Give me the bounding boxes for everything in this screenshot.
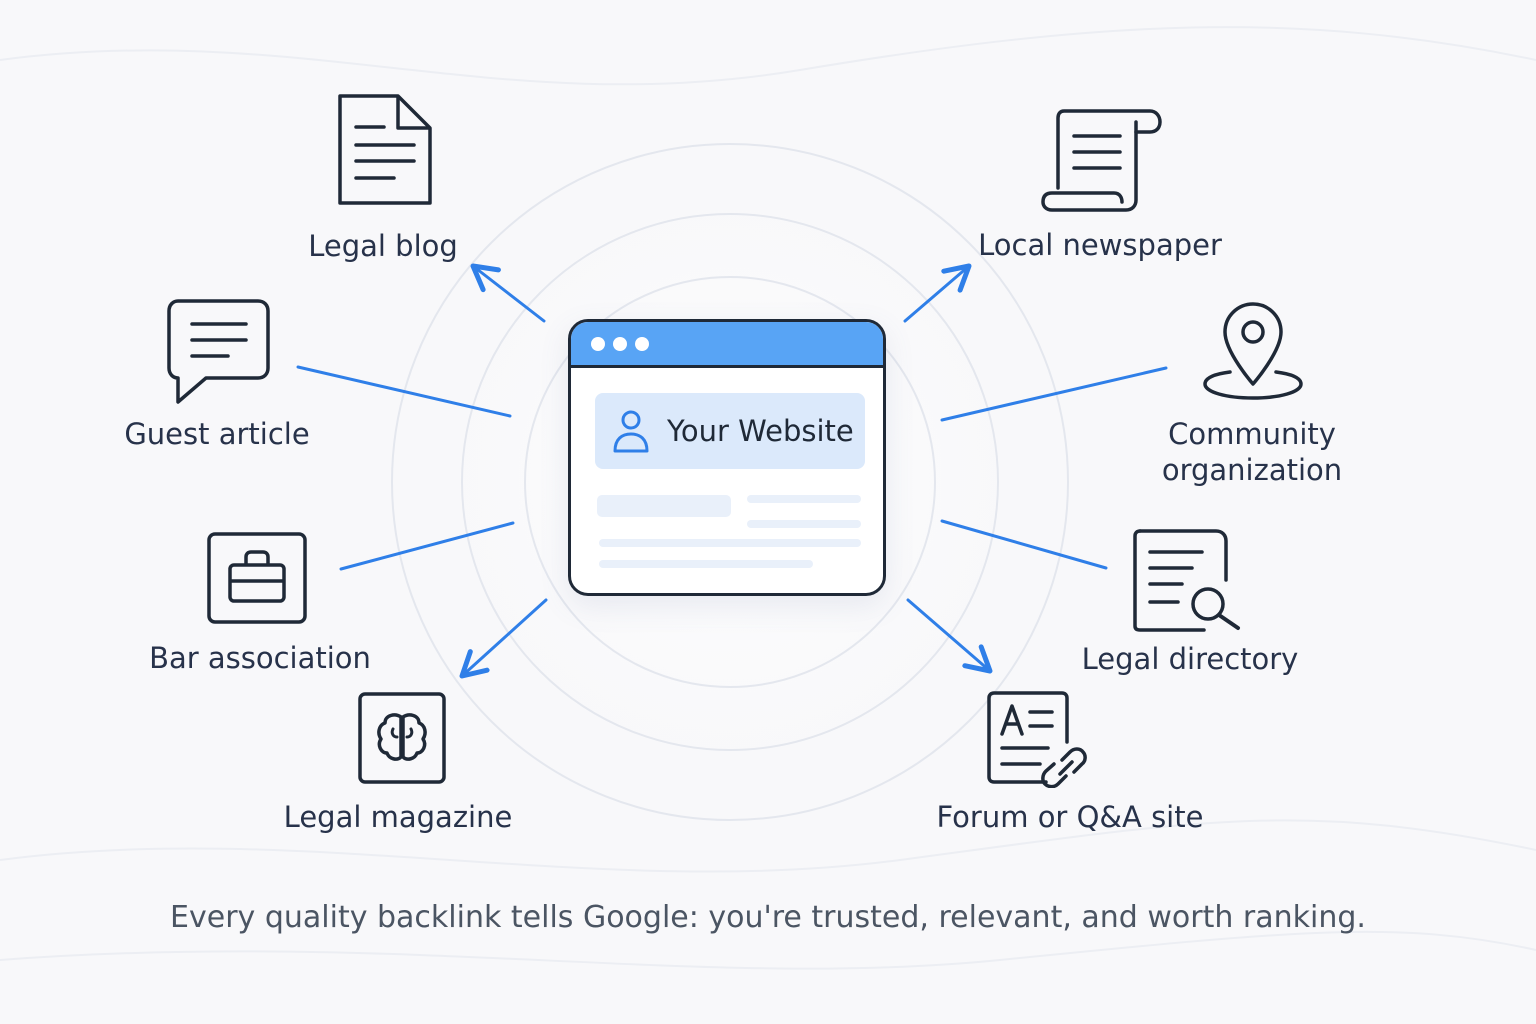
line-community-organization	[940, 366, 1168, 422]
briefcase-icon	[207, 532, 307, 624]
arrow-local-newspaper	[903, 263, 972, 323]
connectors	[296, 263, 1168, 679]
label-legal-directory: Legal directory	[1081, 642, 1299, 676]
window-dot	[635, 337, 649, 351]
browser-title-bar	[571, 322, 883, 368]
scroll-icon	[1041, 109, 1162, 212]
label-legal-blog: Legal blog	[308, 229, 458, 263]
website-card: Your Website	[595, 393, 865, 469]
arrow-forum	[906, 598, 993, 674]
line-bar-association	[339, 521, 515, 571]
chat-bubble-icon	[167, 299, 270, 404]
website-browser-window: Your Website	[568, 319, 886, 596]
brain-icon	[358, 692, 446, 784]
label-legal-magazine: Legal magazine	[283, 800, 513, 834]
arrow-legal-magazine	[459, 598, 548, 679]
placeholder-line	[747, 495, 861, 503]
line-legal-directory	[940, 519, 1108, 570]
text-link-icon	[987, 691, 1087, 788]
directory-search-icon	[1133, 529, 1240, 632]
location-pin-icon	[1203, 302, 1303, 400]
document-icon	[338, 94, 432, 205]
placeholder-line	[599, 560, 813, 568]
arrow-legal-blog	[470, 263, 546, 323]
user-icon	[613, 410, 649, 453]
label-local-newspaper: Local newspaper	[978, 228, 1222, 262]
placeholder-line	[599, 539, 861, 547]
concentric-rings	[391, 143, 1069, 821]
label-forum-qa: Forum or Q&A site	[936, 800, 1204, 834]
label-community-organization: Community organization	[1161, 417, 1343, 487]
window-dot	[591, 337, 605, 351]
label-bar-association: Bar association	[149, 641, 371, 675]
placeholder-line	[747, 520, 861, 528]
website-title: Your Website	[667, 414, 854, 448]
caption: Every quality backlink tells Google: you…	[170, 900, 1366, 935]
label-guest-article: Guest article	[124, 417, 310, 451]
placeholder-block	[597, 495, 731, 517]
window-dot	[613, 337, 627, 351]
line-guest-article	[296, 365, 512, 418]
